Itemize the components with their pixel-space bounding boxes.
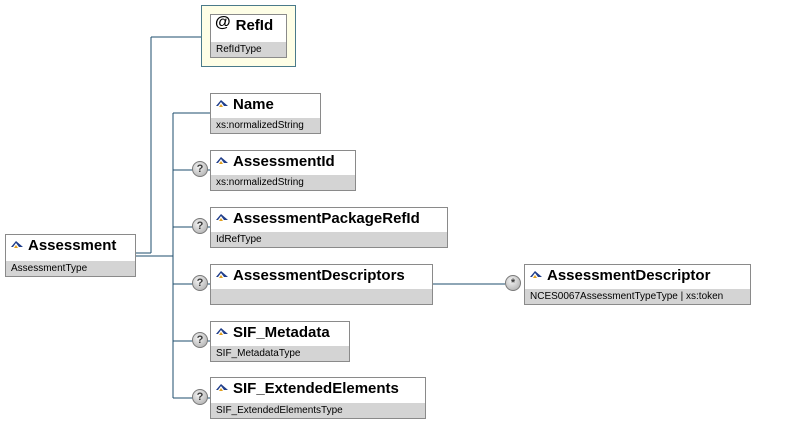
element-icon <box>216 327 228 335</box>
refid-attribute-node[interactable]: @ RefId RefIdType <box>210 14 287 58</box>
attribute-at-icon: @ <box>215 13 231 31</box>
attribute-group-box: @ RefId RefIdType <box>201 5 296 67</box>
root-type: AssessmentType <box>6 261 135 276</box>
optional-icon: ? <box>192 332 208 348</box>
element-type: xs:normalizedString <box>211 118 320 133</box>
optional-icon: ? <box>192 161 208 177</box>
element-type <box>211 289 432 304</box>
multiplicity-icon: * <box>505 275 521 291</box>
root-name: Assessment <box>28 237 117 254</box>
element-icon <box>216 156 228 164</box>
element-icon <box>216 270 228 278</box>
sif-extendedelements-element-node[interactable]: SIF_ExtendedElements SIF_ExtendedElement… <box>210 377 426 419</box>
assessmentdescriptors-element-node[interactable]: AssessmentDescriptors <box>210 264 433 305</box>
element-type: SIF_ExtendedElementsType <box>211 403 425 418</box>
element-name: AssessmentDescriptors <box>233 267 405 284</box>
element-icon <box>216 99 228 107</box>
element-type: NCES0067AssessmentTypeType | xs:token <box>525 289 750 304</box>
element-name: AssessmentId <box>233 153 335 170</box>
element-type: IdRefType <box>211 232 447 247</box>
element-icon <box>530 270 542 278</box>
optional-icon: ? <box>192 218 208 234</box>
assessmentdescriptor-element-node[interactable]: AssessmentDescriptor NCES0067AssessmentT… <box>524 264 751 305</box>
attribute-type: RefIdType <box>211 42 286 57</box>
element-name: Name <box>233 96 274 113</box>
assessment-root-node[interactable]: Assessment AssessmentType <box>5 234 136 277</box>
assessmentid-element-node[interactable]: AssessmentId xs:normalizedString <box>210 150 356 191</box>
name-element-node[interactable]: Name xs:normalizedString <box>210 93 321 134</box>
element-name: SIF_ExtendedElements <box>233 380 399 397</box>
optional-icon: ? <box>192 275 208 291</box>
attribute-name: RefId <box>235 17 274 34</box>
element-name: AssessmentDescriptor <box>547 267 711 284</box>
element-name: SIF_Metadata <box>233 324 330 341</box>
element-icon <box>11 240 23 248</box>
element-icon <box>216 383 228 391</box>
sif-metadata-element-node[interactable]: SIF_Metadata SIF_MetadataType <box>210 321 350 362</box>
element-name: AssessmentPackageRefId <box>233 210 420 227</box>
optional-icon: ? <box>192 389 208 405</box>
element-type: SIF_MetadataType <box>211 346 349 361</box>
element-icon <box>216 213 228 221</box>
element-type: xs:normalizedString <box>211 175 355 190</box>
assessmentpackagerefid-element-node[interactable]: AssessmentPackageRefId IdRefType <box>210 207 448 248</box>
